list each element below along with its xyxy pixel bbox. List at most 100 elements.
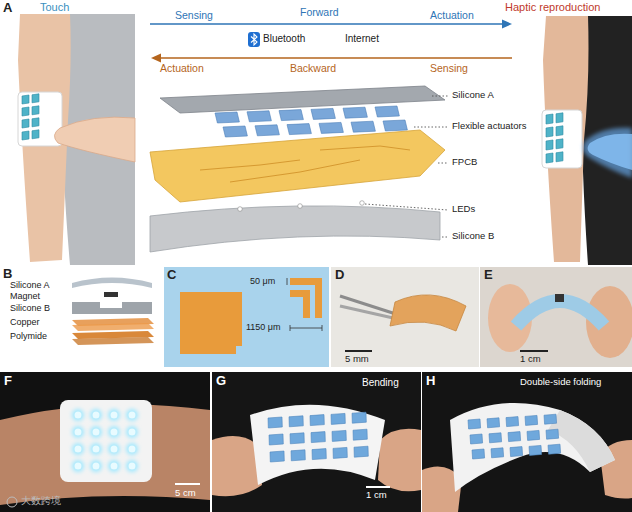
led-array-part <box>72 409 84 421</box>
layer-label: Magnet <box>10 291 40 301</box>
haptic-person-part <box>542 110 582 168</box>
layer-label: Polymide <box>10 331 47 341</box>
actuator-array-part <box>351 121 375 132</box>
led-array-part <box>111 429 118 436</box>
device-actuators-part <box>22 95 29 104</box>
led-array-part <box>72 460 84 472</box>
actuator-array-part <box>489 433 502 443</box>
layer-label: Silicone B <box>10 303 50 313</box>
layer-stack <box>72 278 154 346</box>
panel-caption: Double-side folding <box>520 377 601 388</box>
led-array-part <box>108 426 120 438</box>
actuator-array <box>468 414 561 459</box>
photo-tweezers-part <box>390 295 466 331</box>
touch-person <box>18 14 135 265</box>
photo-folding-part <box>422 372 632 512</box>
dimension-label: 1150 μm <box>246 322 281 332</box>
led-array-part <box>126 460 138 472</box>
photo-folding-part <box>450 403 615 492</box>
actuator-array-part <box>375 106 399 117</box>
touch-person-part <box>54 117 135 162</box>
led-array-part <box>90 409 102 421</box>
actuator-array-part <box>527 430 540 440</box>
actuator-array-part <box>223 126 247 137</box>
coil-layout-part <box>322 325 323 331</box>
actuator-array-part <box>548 444 561 454</box>
exploded-layers-part <box>238 207 243 212</box>
photo-bending-part <box>378 429 421 492</box>
led-array-part <box>75 463 82 470</box>
actuator-array <box>215 106 407 137</box>
device-actuators-part <box>32 118 39 127</box>
leader-lines-part <box>414 127 448 128</box>
leader-lines-part <box>442 237 448 238</box>
scale-label: 5 mm <box>345 354 369 365</box>
layer-stack-part <box>72 323 154 331</box>
led-array-part <box>129 446 136 453</box>
actuator-array-part <box>333 447 347 458</box>
led-array-part <box>93 463 100 470</box>
led-array-part <box>111 412 118 419</box>
panel-letter: D <box>335 268 344 283</box>
led-array <box>72 409 138 472</box>
layer-label: Silicone B <box>452 231 494 242</box>
figure-title: Haptic reproduction <box>505 1 600 14</box>
actuator-array-part <box>331 413 345 424</box>
actuator-array-part <box>529 445 542 455</box>
link-label: Bluetooth <box>263 33 305 45</box>
coil-layout-part <box>290 325 291 331</box>
device-actuators-part <box>22 107 29 116</box>
actuator-array-part <box>383 120 407 131</box>
layer-label: Flexible actuators <box>452 121 526 132</box>
led-array-part <box>75 429 82 436</box>
led-array-part <box>90 460 102 472</box>
led-array-part <box>129 412 136 419</box>
panel-letter: H <box>426 374 435 389</box>
led-array-part <box>126 443 138 455</box>
led-array-part <box>72 426 84 438</box>
led-array-part <box>108 443 120 455</box>
panel-letter: G <box>216 374 226 389</box>
photo-tweezers-part <box>345 350 372 352</box>
coil-layout <box>164 267 329 367</box>
layer-label: Copper <box>10 317 40 327</box>
actuator-array-part <box>269 434 283 445</box>
coil-layout-part <box>290 278 322 318</box>
panel-caption: Bending <box>362 377 399 389</box>
exploded-layers-part-part <box>200 160 300 170</box>
led-array-part <box>93 412 100 419</box>
photo-bending-part <box>250 405 385 485</box>
actuator-array-part <box>310 415 324 426</box>
dimension-label: 50 μm <box>250 276 275 286</box>
leader-lines <box>365 96 448 237</box>
actuator-array-part <box>470 434 483 444</box>
flow-label: Actuation <box>430 9 474 21</box>
led-array-part <box>90 443 102 455</box>
photo-arm-patch <box>0 372 210 512</box>
layer-stack-part <box>72 302 152 314</box>
photo-arm-patch-part <box>7 497 17 507</box>
coil-layout-part <box>164 267 329 367</box>
photo-tweezers-part <box>331 267 479 367</box>
photo-arm-patch-part <box>60 400 152 482</box>
led-array-part <box>93 429 100 436</box>
device-actuators-part <box>22 131 29 140</box>
flow-arrows-part <box>251 34 257 45</box>
device-actuators-part <box>556 113 563 123</box>
leader-lines-part <box>438 163 448 164</box>
actuator-array-part <box>487 418 500 428</box>
device-actuators-part <box>546 153 553 163</box>
actuator-array-part <box>491 448 504 458</box>
actuator-array-part <box>352 412 366 423</box>
actuator-array-part <box>546 429 559 439</box>
photo-folding-part <box>548 410 615 472</box>
actuator-array-part <box>312 449 326 460</box>
layer-stack-part <box>72 337 154 345</box>
exploded-layers-part <box>160 86 445 113</box>
led-array-part <box>75 412 82 419</box>
scale-label: 1 cm <box>366 490 387 501</box>
device-actuators-part <box>32 94 39 103</box>
device-actuators-part <box>546 114 553 124</box>
flow-arrows-part <box>248 32 260 47</box>
link-label: Internet <box>345 33 379 45</box>
